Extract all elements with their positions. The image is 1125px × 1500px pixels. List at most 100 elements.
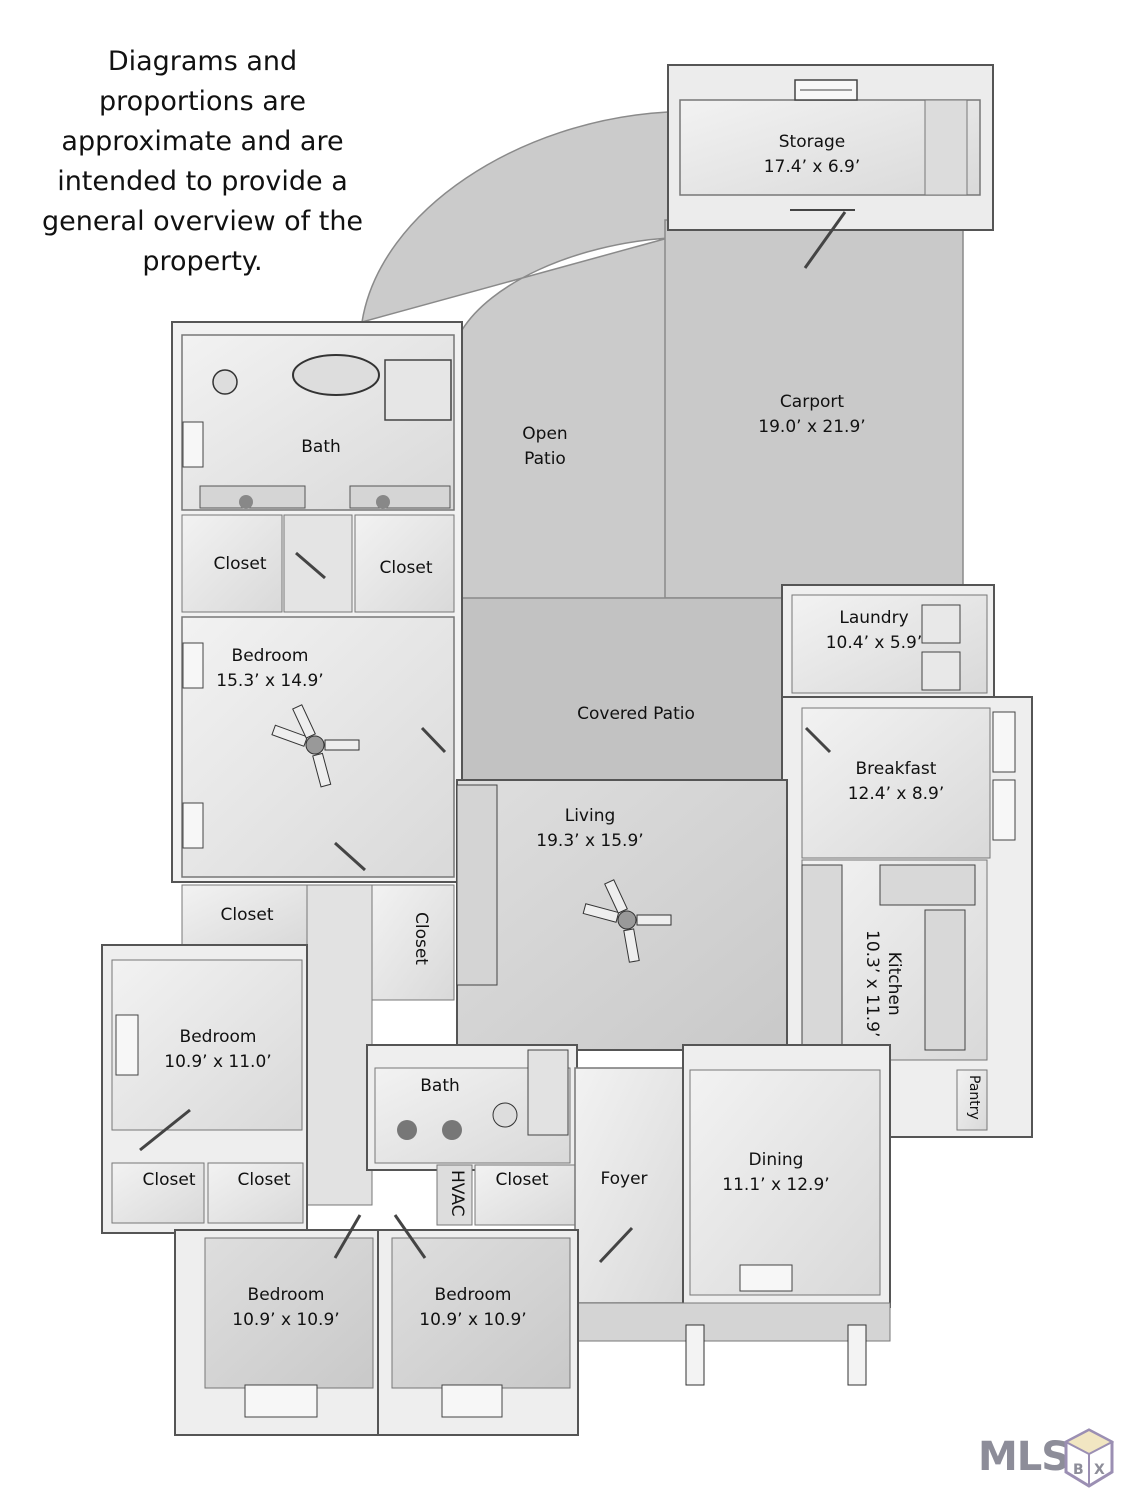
toilet-icon	[492, 1102, 518, 1128]
room-name: Open	[522, 424, 568, 444]
fireplace-icon	[456, 784, 498, 986]
breakfast-room	[801, 707, 991, 859]
door-icon	[295, 551, 326, 580]
ceiling-fan-icon	[582, 879, 672, 963]
bedroom-4-label: Bedroom 10.9’ x 10.9’	[419, 1283, 526, 1333]
closet-hall-bath-label: Closet	[496, 1168, 549, 1193]
bedroom-3-room	[204, 1237, 374, 1389]
disclaimer-line: general overview of the	[41, 206, 364, 237]
window-icon	[115, 1014, 139, 1076]
room-name: Closet	[379, 558, 433, 578]
master-bath-label: Bath	[301, 435, 341, 460]
room-size: 12.4’ x 8.9’	[847, 784, 945, 804]
hvac-closet-room	[436, 1164, 473, 1226]
porch-column-icon	[685, 1324, 705, 1386]
window-icon	[244, 1384, 318, 1418]
disclaimer-line: intended to provide a	[57, 166, 348, 197]
window-icon	[182, 642, 204, 689]
laundry-label: Laundry 10.4’ x 5.9’	[826, 606, 923, 656]
storage-label: Storage 17.4’ x 6.9’	[764, 130, 861, 180]
covered-patio-area	[461, 597, 793, 781]
room-name: Closet	[411, 912, 431, 965]
window-icon	[992, 711, 1016, 773]
room-size: 19.0’ x 21.9’	[758, 417, 866, 437]
room-name: Closet	[220, 905, 274, 925]
carport-area	[664, 219, 964, 599]
sink-icon	[442, 1120, 462, 1140]
room-name: Kitchen	[884, 951, 904, 1016]
vanity-right-icon	[349, 485, 451, 509]
hall-bath-tub-icon	[527, 1049, 569, 1136]
room-name: Closet	[213, 554, 267, 574]
room-name: Bath	[301, 437, 341, 457]
room-size: 10.9’ x 11.0’	[164, 1052, 272, 1072]
door-icon	[804, 726, 832, 754]
door-icon	[333, 841, 367, 872]
room-name: Closet	[237, 1170, 291, 1190]
covered-patio-label: Covered Patio	[577, 702, 695, 727]
room-name: Bedroom	[247, 1285, 325, 1305]
bedroom-3-label: Bedroom 10.9’ x 10.9’	[232, 1283, 339, 1333]
kitchen-island-icon	[879, 864, 976, 906]
bx-cube-icon: B X	[1064, 1428, 1114, 1488]
closet-left-label: Closet	[214, 552, 267, 577]
hall-closet-label: Closet	[221, 903, 274, 928]
sink-icon	[397, 1120, 417, 1140]
pantry-room	[956, 1069, 988, 1131]
bedroom-2-closet-right-room	[207, 1162, 304, 1224]
room-name: Laundry	[839, 608, 909, 628]
closet-passage	[283, 514, 353, 613]
disclaimer-line: property.	[142, 246, 263, 277]
master-closet-left-room	[181, 514, 283, 613]
master-bedroom-label: Bedroom 15.3’ x 14.9’	[216, 644, 323, 694]
room-name: Breakfast	[855, 759, 937, 779]
living-label: Living 19.3’ x 15.9’	[536, 804, 643, 854]
room-size: 10.3’ x 11.9’	[862, 930, 882, 1038]
dryer-icon	[921, 651, 961, 691]
room-name: Bedroom	[231, 646, 309, 666]
bedroom-2-closet-left-room	[111, 1162, 205, 1224]
room-name: Patio	[524, 449, 566, 469]
foyer-label: Foyer	[600, 1167, 647, 1192]
kitchen-counter-icon	[801, 864, 843, 1056]
svg-text:B: B	[1073, 1462, 1084, 1478]
bedroom-2-room	[111, 959, 303, 1131]
disclaimer-line: proportions are	[99, 86, 306, 117]
ceiling-fan-icon	[271, 704, 360, 788]
room-name: Foyer	[600, 1169, 648, 1189]
storage-room	[667, 64, 994, 231]
room-name: Closet	[142, 1170, 196, 1190]
carport-label: Carport 19.0’ x 21.9’	[758, 390, 865, 440]
room-name: Carport	[779, 392, 845, 412]
closet-right-label: Closet	[380, 556, 433, 581]
toilet-icon	[212, 369, 238, 395]
closet-vertical-label: Closet	[410, 912, 432, 965]
door-icon	[598, 1226, 634, 1264]
porch	[574, 1302, 891, 1342]
window-icon	[182, 421, 204, 468]
window-icon	[441, 1384, 503, 1418]
mls-logo: MLS B X	[978, 1428, 1118, 1492]
hallway	[306, 884, 373, 1206]
hall-bath-closet-room	[474, 1164, 576, 1226]
room-name: Bedroom	[179, 1027, 257, 1047]
closet-b2-right-label: Closet	[238, 1168, 291, 1193]
kitchen-label: Kitchen 10.3’ x 11.9’	[861, 930, 905, 1037]
room-size: 19.3’ x 15.9’	[536, 831, 644, 851]
room-name: Bath	[420, 1076, 460, 1096]
room-size: 10.9’ x 10.9’	[419, 1310, 527, 1330]
storage-door-icon	[790, 209, 855, 269]
door-icon	[139, 1108, 191, 1152]
kitchen-counter-icon	[924, 909, 966, 1051]
hall-bath-label: Bath	[420, 1074, 460, 1099]
shower-icon	[384, 359, 452, 421]
door-icon	[420, 726, 447, 754]
washer-icon	[921, 604, 961, 644]
room-name: Closet	[495, 1170, 549, 1190]
room-name: HVAC	[447, 1170, 467, 1217]
sink-right-icon	[376, 495, 390, 509]
sink-left-icon	[239, 495, 253, 509]
closet-b2-left-label: Closet	[143, 1168, 196, 1193]
svg-text:X: X	[1094, 1462, 1105, 1478]
mls-logo-text: MLS	[978, 1434, 1070, 1480]
